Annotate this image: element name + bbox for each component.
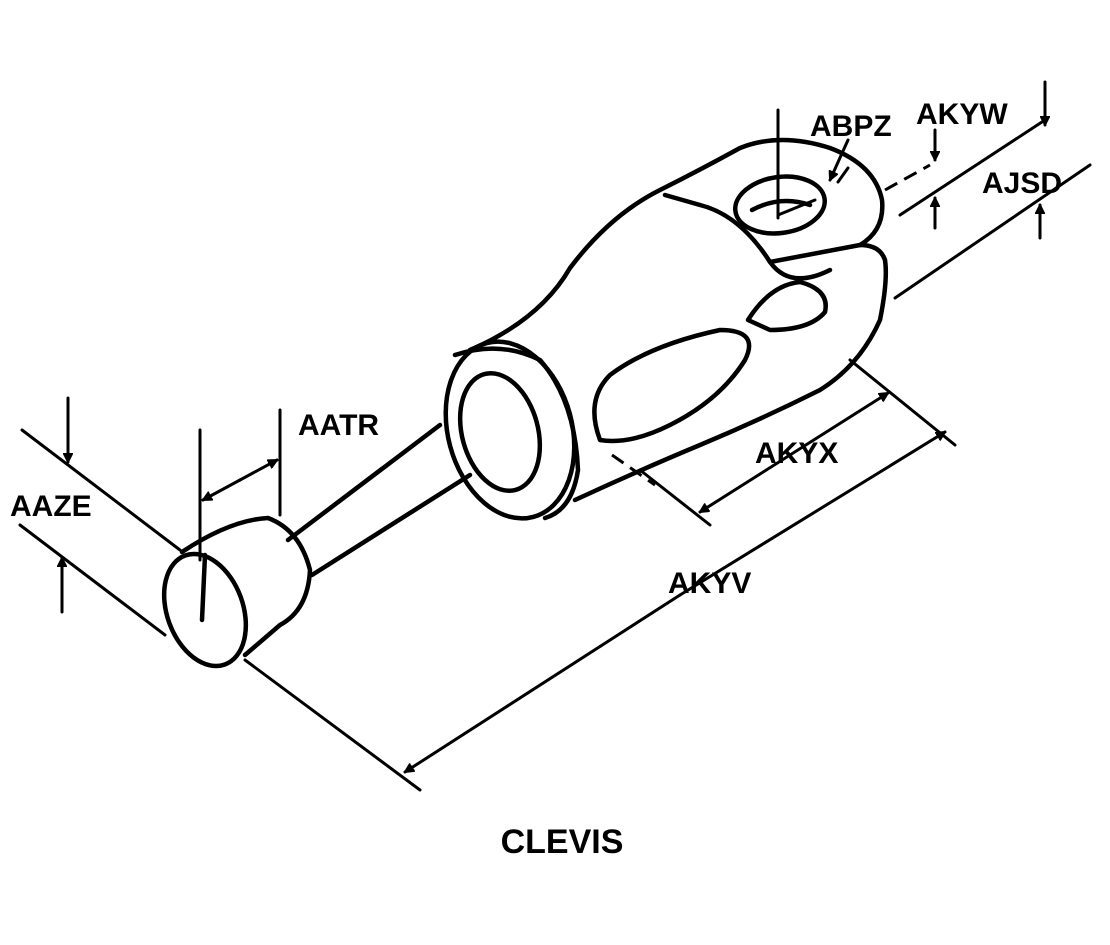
clevis-part — [161, 108, 931, 669]
dimension-labels: ABPZ AKYW AJSD AATR AAZE AKYX AKYV — [10, 98, 1062, 600]
dimension-lines — [18, 80, 1092, 792]
collar — [443, 339, 581, 521]
center-lines — [611, 108, 931, 487]
clevis-body — [467, 137, 889, 503]
label-akyv: AKYV — [668, 567, 751, 600]
label-aaze: AAZE — [10, 490, 92, 523]
label-abpz: ABPZ — [810, 110, 892, 143]
diagram-caption: CLEVIS — [501, 823, 624, 861]
label-aatr: AATR — [298, 409, 379, 442]
end-cap — [161, 515, 313, 669]
label-akyw: AKYW — [916, 98, 1008, 131]
shank-rod — [285, 422, 473, 578]
label-akyx: AKYX — [755, 437, 838, 470]
label-ajsd: AJSD — [982, 167, 1062, 200]
